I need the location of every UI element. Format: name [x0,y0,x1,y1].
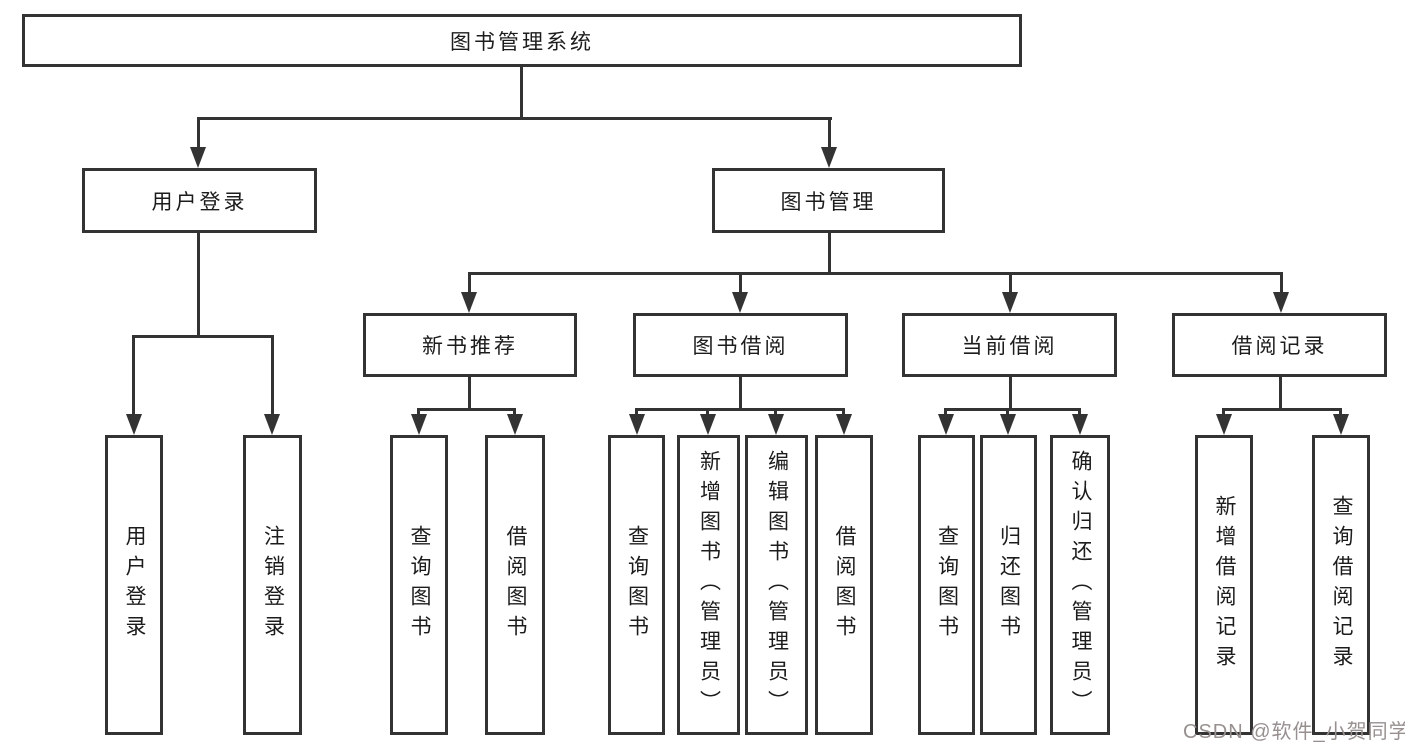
node-label: 借阅记录 [1231,335,1328,358]
connector-vline [417,408,420,417]
connector-vline [739,272,742,296]
arrow-down-icon [1002,292,1018,313]
connector-vline [774,408,777,417]
connector-vline [520,67,523,117]
leaf-borrow-books: 借阅图书 [815,435,873,735]
arrow-down-icon [1333,414,1349,435]
arrow-down-icon [126,414,142,435]
connector-vline [739,377,742,408]
leaf-label: 查询借阅记录 [1330,495,1353,675]
connector-vline [197,117,200,151]
leaf-query-books: 查询图书 [608,435,665,735]
leaf-label: 归还图书 [997,525,1021,645]
node-book-borrowing: 图书借阅 [633,313,848,377]
connector-vline [197,233,200,335]
arrow-down-icon [190,147,206,168]
arrow-down-icon [507,414,523,435]
arrow-down-icon [938,414,954,435]
leaf-label: 确认归还（管理员） [1069,450,1092,720]
leaf-query-books: 查询图书 [390,435,448,735]
node-label: 当前借阅 [961,335,1058,358]
connector-hline [197,117,832,120]
connector-vline [468,272,471,296]
arrow-down-icon [1072,414,1088,435]
leaf-label: 编辑图书（管理员） [765,450,789,720]
leaf-label: 新增借阅记录 [1213,495,1236,675]
connector-hline [635,408,845,411]
connector-vline [828,233,831,272]
arrow-down-icon [700,414,716,435]
connector-vline [1009,377,1012,408]
connector-hline [417,408,516,411]
connector-vline [1078,408,1081,417]
arrow-down-icon [411,414,427,435]
leaf-edit-book-admin: 编辑图书（管理员） [745,435,808,735]
connector-vline [513,408,516,417]
connector-hline [132,335,274,338]
connector-vline [1279,377,1282,408]
connector-vline [828,117,831,151]
connector-vline [132,335,135,418]
node-new-book-recommendation: 新书推荐 [363,313,577,377]
node-label: 图书管理 [780,190,877,214]
leaf-user-login: 用户登录 [105,435,163,735]
node-label: 新书推荐 [422,335,518,358]
arrow-down-icon [629,414,645,435]
leaf-query-borrow-record: 查询借阅记录 [1312,435,1370,735]
connector-vline [271,335,274,418]
node-user-login: 用户登录 [82,168,317,233]
arrow-down-icon [1000,414,1016,435]
node-label: 图书借阅 [692,335,789,358]
connector-vline [944,408,947,417]
arrow-down-icon [1273,292,1289,313]
leaf-label: 查询图书 [408,525,431,645]
leaf-add-borrow-record: 新增借阅记录 [1195,435,1253,735]
connector-vline [468,377,471,408]
connector-vline [842,408,845,417]
connector-hline [944,408,1081,411]
leaf-query-books: 查询图书 [918,435,975,735]
connector-vline [1339,408,1342,417]
leaf-return-books: 归还图书 [980,435,1037,735]
node-label: 图书管理系统 [450,30,594,54]
leaf-label: 新增图书（管理员） [697,450,721,720]
node-label: 用户登录 [151,190,248,214]
connector-vline [1222,408,1225,417]
arrow-down-icon [768,414,784,435]
leaf-add-book-admin: 新增图书（管理员） [677,435,740,735]
node-library-management-system: 图书管理系统 [22,14,1022,67]
leaf-label: 注销登录 [261,525,285,645]
leaf-label: 借阅图书 [504,525,527,645]
arrow-down-icon [732,292,748,313]
node-book-management: 图书管理 [712,168,945,233]
connector-vline [1009,272,1012,296]
connector-hline [1222,408,1342,411]
leaf-logout: 注销登录 [243,435,302,735]
arrow-down-icon [264,414,280,435]
csdn-watermark: CSDN @软件_小贺同学 [1183,721,1405,743]
connector-hline [468,272,1282,275]
node-borrowing-records: 借阅记录 [1172,313,1387,377]
leaf-label: 查询图书 [935,525,959,645]
node-current-borrowing: 当前借阅 [902,313,1117,377]
leaf-label: 查询图书 [625,525,649,645]
leaf-confirm-return-admin: 确认归还（管理员） [1050,435,1110,735]
connector-vline [1280,272,1283,296]
arrow-down-icon [821,147,837,168]
arrow-down-icon [461,292,477,313]
leaf-label: 借阅图书 [833,525,856,645]
arrow-down-icon [836,414,852,435]
arrow-down-icon [1216,414,1232,435]
connector-vline [706,408,709,417]
leaf-borrow-books: 借阅图书 [485,435,545,735]
connector-vline [635,408,638,417]
leaf-label: 用户登录 [123,525,146,645]
connector-vline [1006,408,1009,417]
